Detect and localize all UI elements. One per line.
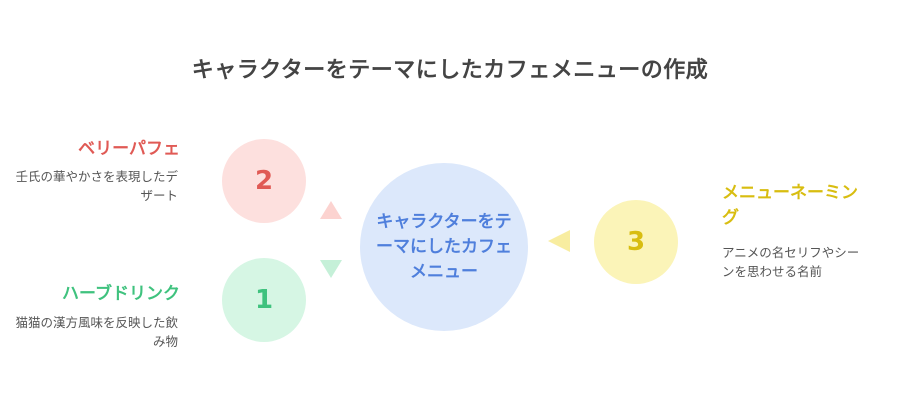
step-number-3: 3 bbox=[626, 227, 646, 257]
arrow-down-icon bbox=[320, 260, 342, 278]
item-title-herb-drink: ハーブドリンク bbox=[62, 284, 180, 304]
step-circle-1: 1 bbox=[222, 258, 306, 342]
step-circle-3: 3 bbox=[594, 200, 678, 284]
step-number-2: 2 bbox=[254, 166, 274, 196]
item-description-menu-naming: アニメの名セリフやシーンを思わせる名前 bbox=[722, 245, 860, 279]
center-label: キャラクターをテーマにしたカフェメニュー bbox=[376, 211, 512, 282]
step-circle-2: 2 bbox=[222, 139, 306, 223]
item-title-berry-parfait: ベリーパフェ bbox=[78, 139, 180, 159]
item-description-berry-parfait: 壬氏の華やかさを表現したデザート bbox=[15, 169, 178, 203]
item-title-menu-naming: メニューネーミング bbox=[722, 183, 858, 228]
page-title: キャラクターをテーマにしたカフェメニューの作成 bbox=[191, 58, 709, 83]
item-description-herb-drink: 猫猫の漢方風味を反映した飲み物 bbox=[15, 315, 178, 349]
arrow-left-icon bbox=[548, 230, 570, 252]
center-circle: キャラクターをテーマにしたカフェメニュー bbox=[360, 163, 528, 331]
arrow-up-icon bbox=[320, 201, 342, 219]
step-number-1: 1 bbox=[254, 285, 274, 315]
